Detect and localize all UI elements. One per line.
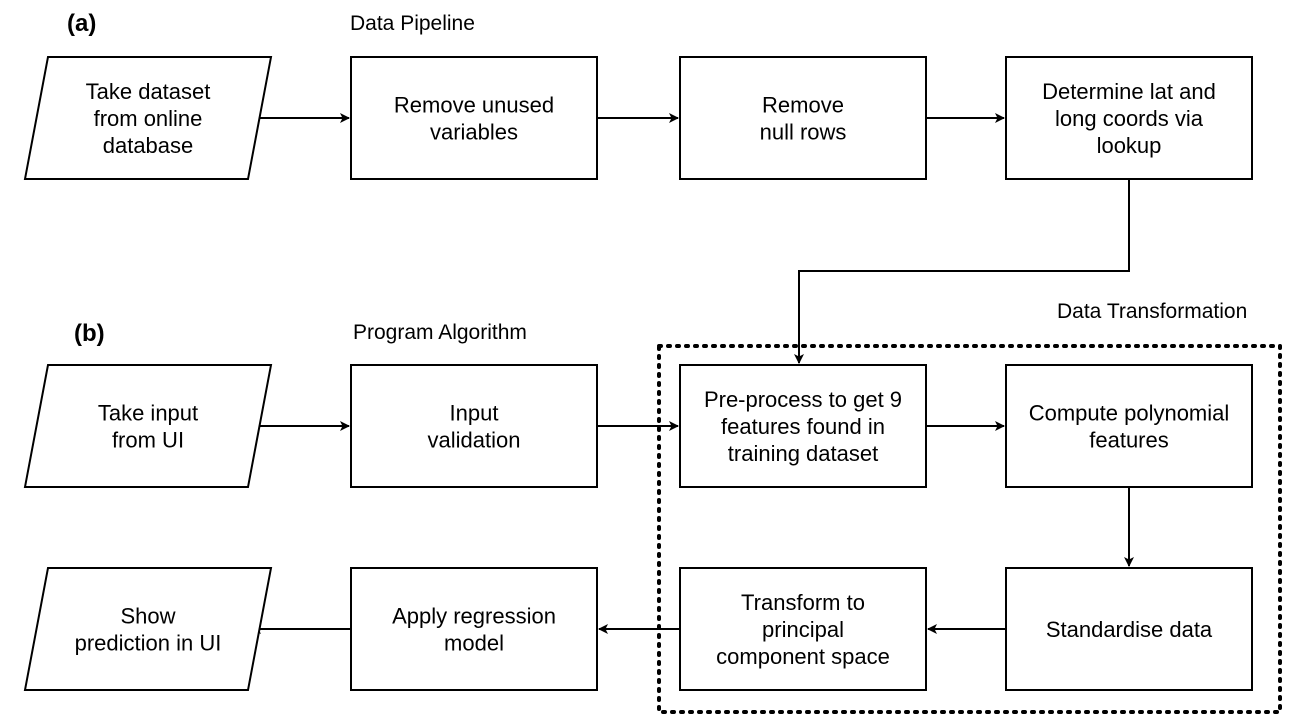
node-label-line: Standardise data (1046, 617, 1213, 642)
node-label-line: variables (430, 120, 518, 145)
node-label-line: training dataset (728, 441, 878, 466)
node-label-line: Compute polynomial (1029, 401, 1230, 426)
edges-layer (250, 113, 1134, 634)
data-transformation-group-border (657, 344, 1282, 714)
node-label-line: from online (94, 106, 203, 131)
node-label-line: validation (428, 428, 521, 453)
node-label-line: prediction in UI (75, 631, 222, 656)
node-label-line: from UI (112, 428, 184, 453)
node-label-line: Input (450, 401, 499, 426)
node-label-line: Take input (98, 401, 198, 426)
rectangle-shape (679, 56, 927, 180)
panel-label-a: (a) (67, 10, 96, 37)
data-transformation-title: Data Transformation (1057, 300, 1247, 323)
node-label-line: Take dataset (86, 79, 211, 104)
rectangle-shape (1005, 567, 1253, 691)
node-label-line: Determine lat and (1042, 79, 1216, 104)
node-label-line: database (103, 133, 194, 158)
node-label-line: long coords via (1055, 106, 1204, 131)
rectangle-shape (350, 364, 598, 488)
node-label-line: Apply regression (392, 604, 556, 629)
node-label-line: null rows (760, 120, 847, 145)
node-label-line: Remove (762, 93, 844, 118)
node-label-line: Transform to (741, 590, 865, 615)
parallelogram-shape (23, 364, 273, 488)
program-algorithm-title: Program Algorithm (353, 321, 527, 344)
node-label-line: model (444, 631, 504, 656)
node-label-line: features found in (721, 414, 885, 439)
node-label-line: features (1089, 428, 1169, 453)
rectangle-shape (350, 567, 598, 691)
rectangle-shape (679, 567, 927, 691)
rectangle-shape (1005, 56, 1253, 180)
parallelogram-shape (23, 567, 273, 691)
node-label-line: component space (716, 644, 890, 669)
rectangle-shape (1005, 364, 1253, 488)
edge-determine-coords-to-preprocess (794, 179, 1130, 364)
node-label-line: Pre-process to get 9 (704, 387, 902, 412)
panel-label-b: (b) (74, 320, 105, 347)
rectangle-shape (350, 56, 598, 180)
node-standardise: Standardise data (1005, 567, 1253, 691)
node-label-line: Show (120, 604, 175, 629)
rectangle-shape (679, 364, 927, 488)
data-pipeline-title: Data Pipeline (350, 12, 475, 35)
node-label-line: Remove unused (394, 93, 554, 118)
node-label-line: principal (762, 617, 844, 642)
parallelogram-shape (23, 56, 273, 180)
node-label-line: lookup (1097, 133, 1162, 158)
